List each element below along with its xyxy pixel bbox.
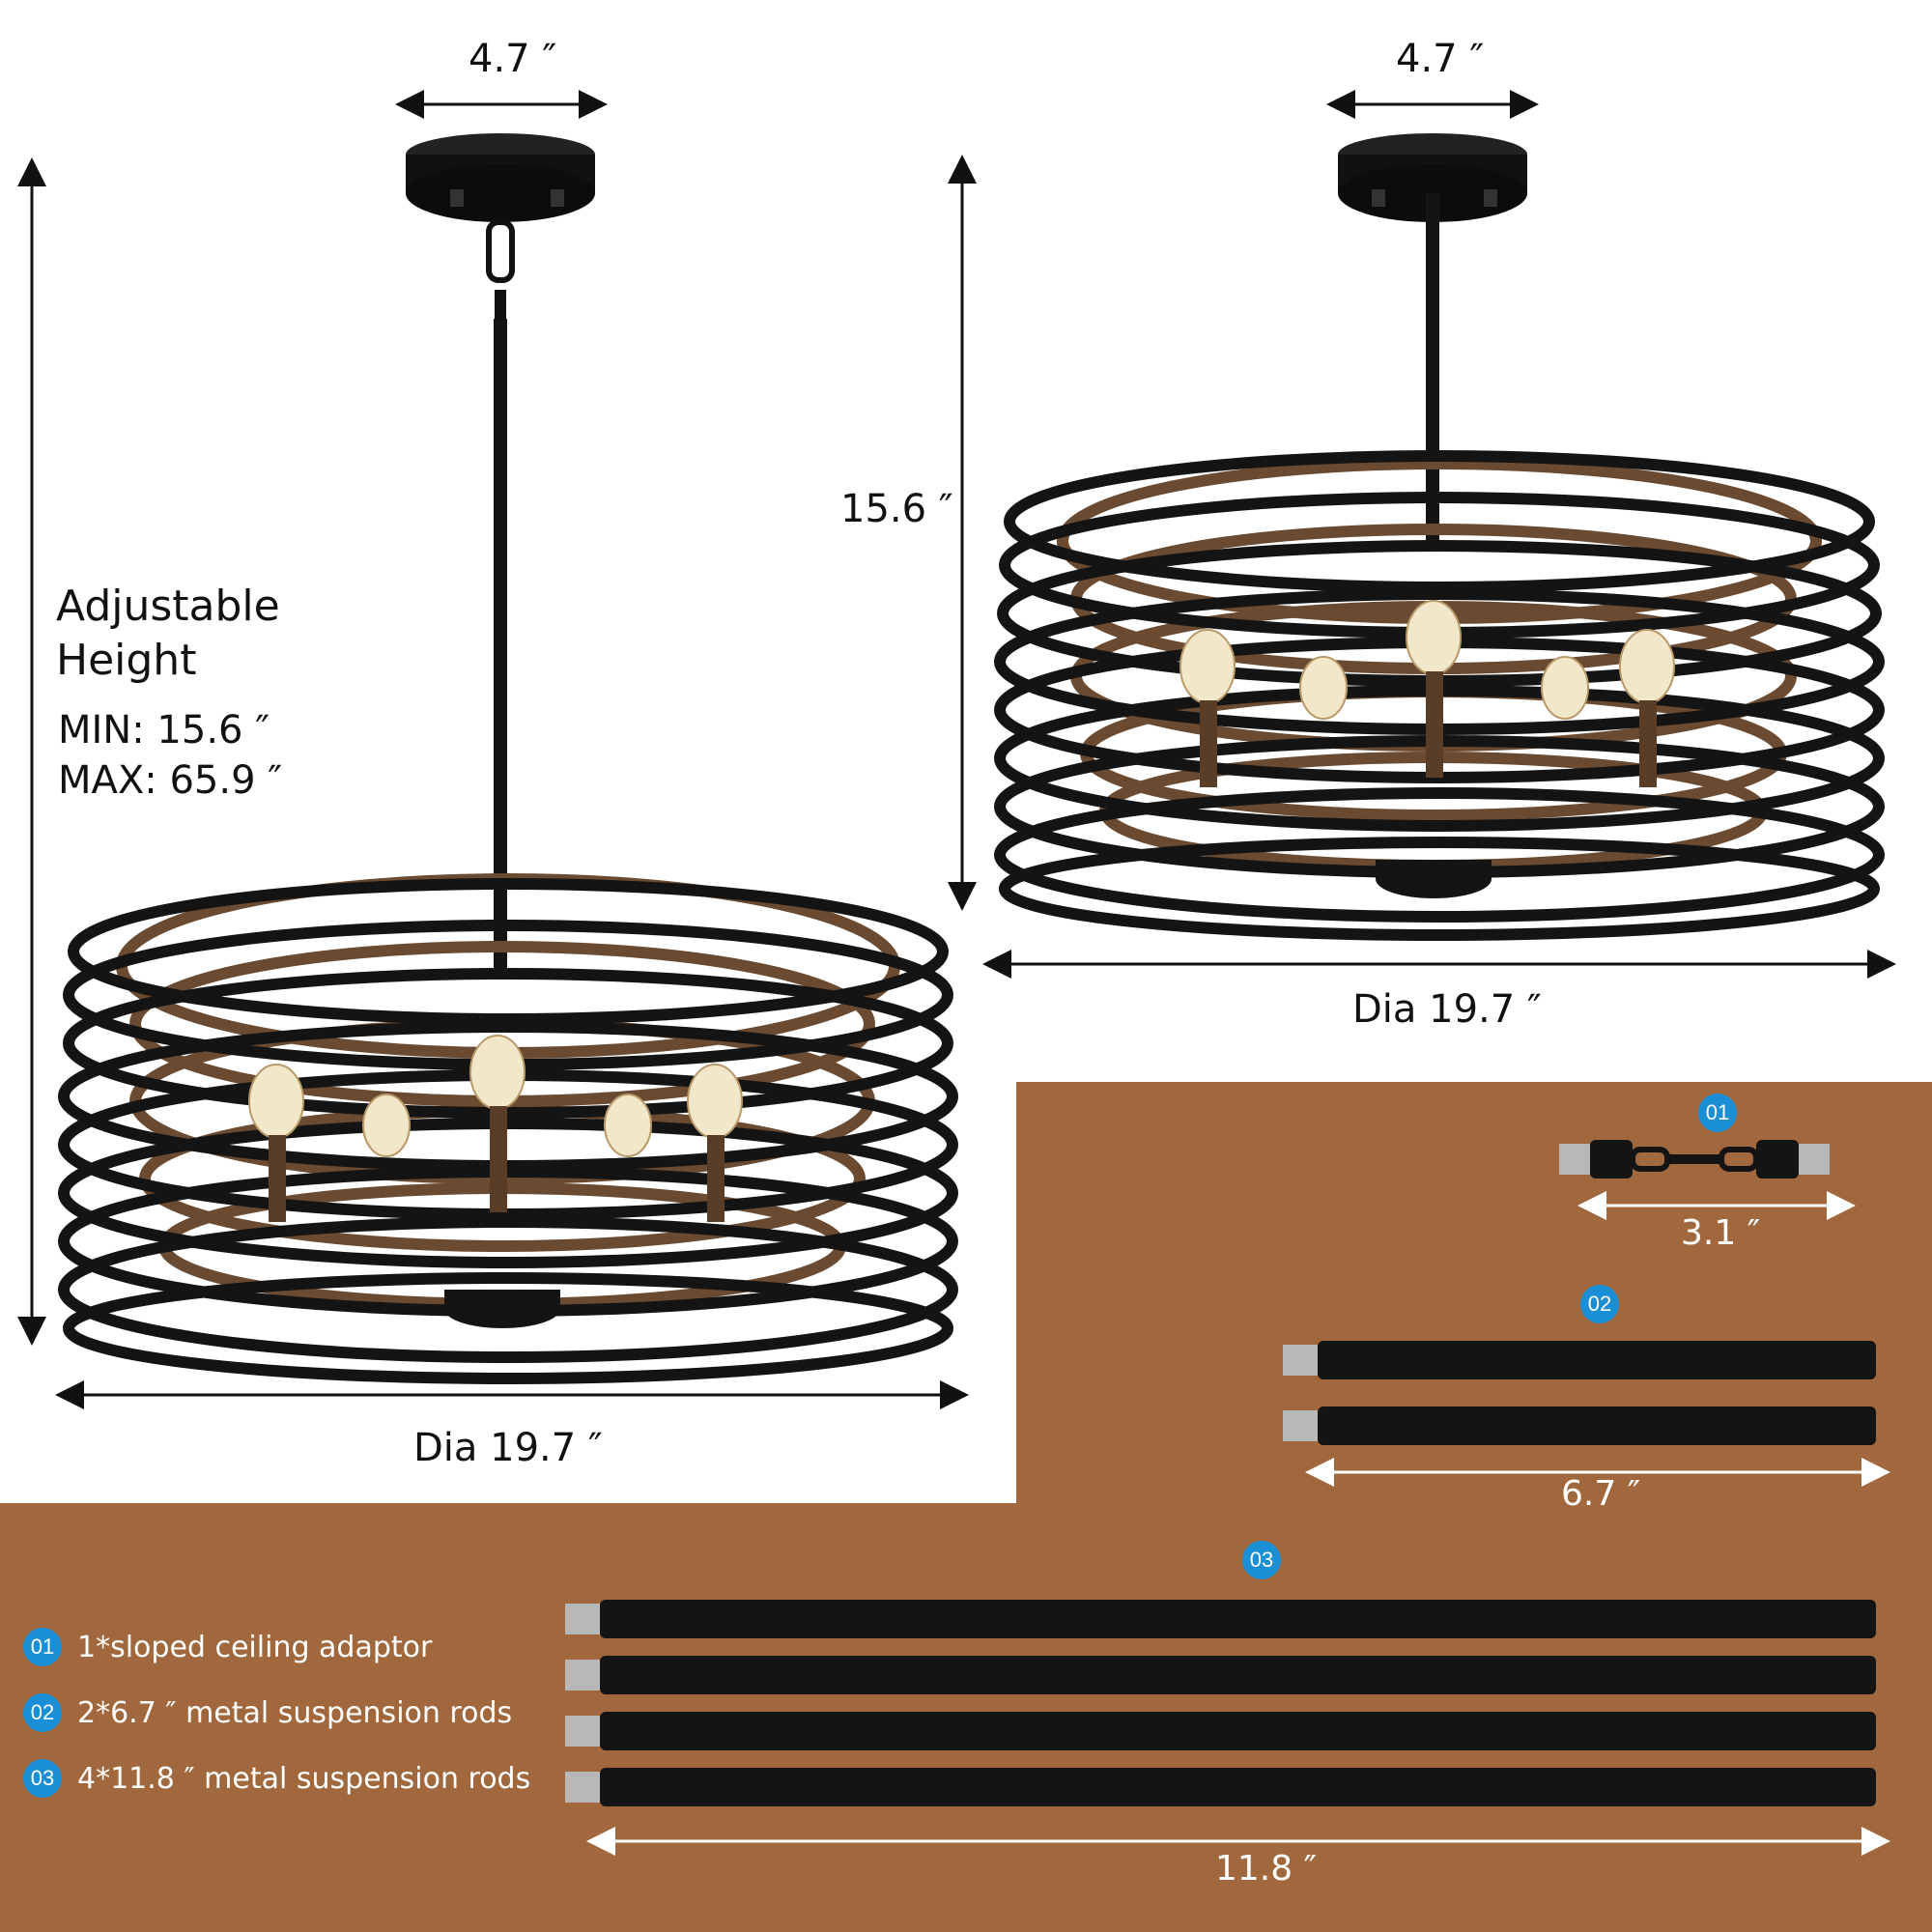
ceiling-canopy-icon (406, 133, 595, 222)
adaptor-length-label: 3.1 ″ (1681, 1213, 1761, 1253)
right-canopy-width-label: 4.7 ″ (1396, 37, 1485, 81)
short-rods-badge: 02 (1580, 1285, 1619, 1323)
threaded-rod-icon (565, 1600, 1876, 1806)
threaded-rod-icon (1283, 1341, 1876, 1445)
left-canopy-width-label: 4.7 ″ (469, 37, 557, 81)
parts-list-text: 2*6.7 ″ metal suspension rods (77, 1695, 513, 1730)
parts-list-text: 1*sloped ceiling adaptor (77, 1630, 433, 1664)
right-height-label: 15.6 ″ (840, 487, 953, 531)
adjustable-height-title: Adjustable (56, 582, 280, 631)
max-height-label: MAX: 65.9 ″ (58, 758, 283, 803)
adaptor-badge: 01 (1698, 1094, 1737, 1132)
parts-list-badge: 03 (23, 1759, 62, 1798)
short-rods-length-label: 6.7 ″ (1561, 1474, 1641, 1514)
parts-list-item: 01 1*sloped ceiling adaptor (23, 1623, 432, 1671)
parts-list-text: 4*11.8 ″ metal suspension rods (77, 1761, 531, 1796)
parts-list-badge: 01 (23, 1628, 62, 1666)
sloped-adaptor-icon (1559, 1140, 1830, 1179)
parts-list-item: 02 2*6.7 ″ metal suspension rods (23, 1689, 512, 1737)
adjustable-height-title-2: Height (56, 636, 197, 685)
parts-list-item: 03 4*11.8 ″ metal suspension rods (23, 1754, 530, 1803)
left-downrod (494, 319, 507, 976)
right-bulbs (1179, 600, 1675, 787)
left-cage (58, 873, 958, 1384)
long-rods-badge: 03 (1242, 1541, 1281, 1579)
min-height-label: MIN: 15.6 ″ (58, 708, 270, 753)
left-diameter-label: Dia 19.7 ″ (413, 1426, 603, 1470)
left-bulbs (248, 1035, 743, 1222)
long-rods-length-label: 11.8 ″ (1215, 1849, 1318, 1889)
parts-list-badge: 02 (23, 1693, 62, 1732)
right-diameter-label: Dia 19.7 ″ (1352, 987, 1542, 1032)
